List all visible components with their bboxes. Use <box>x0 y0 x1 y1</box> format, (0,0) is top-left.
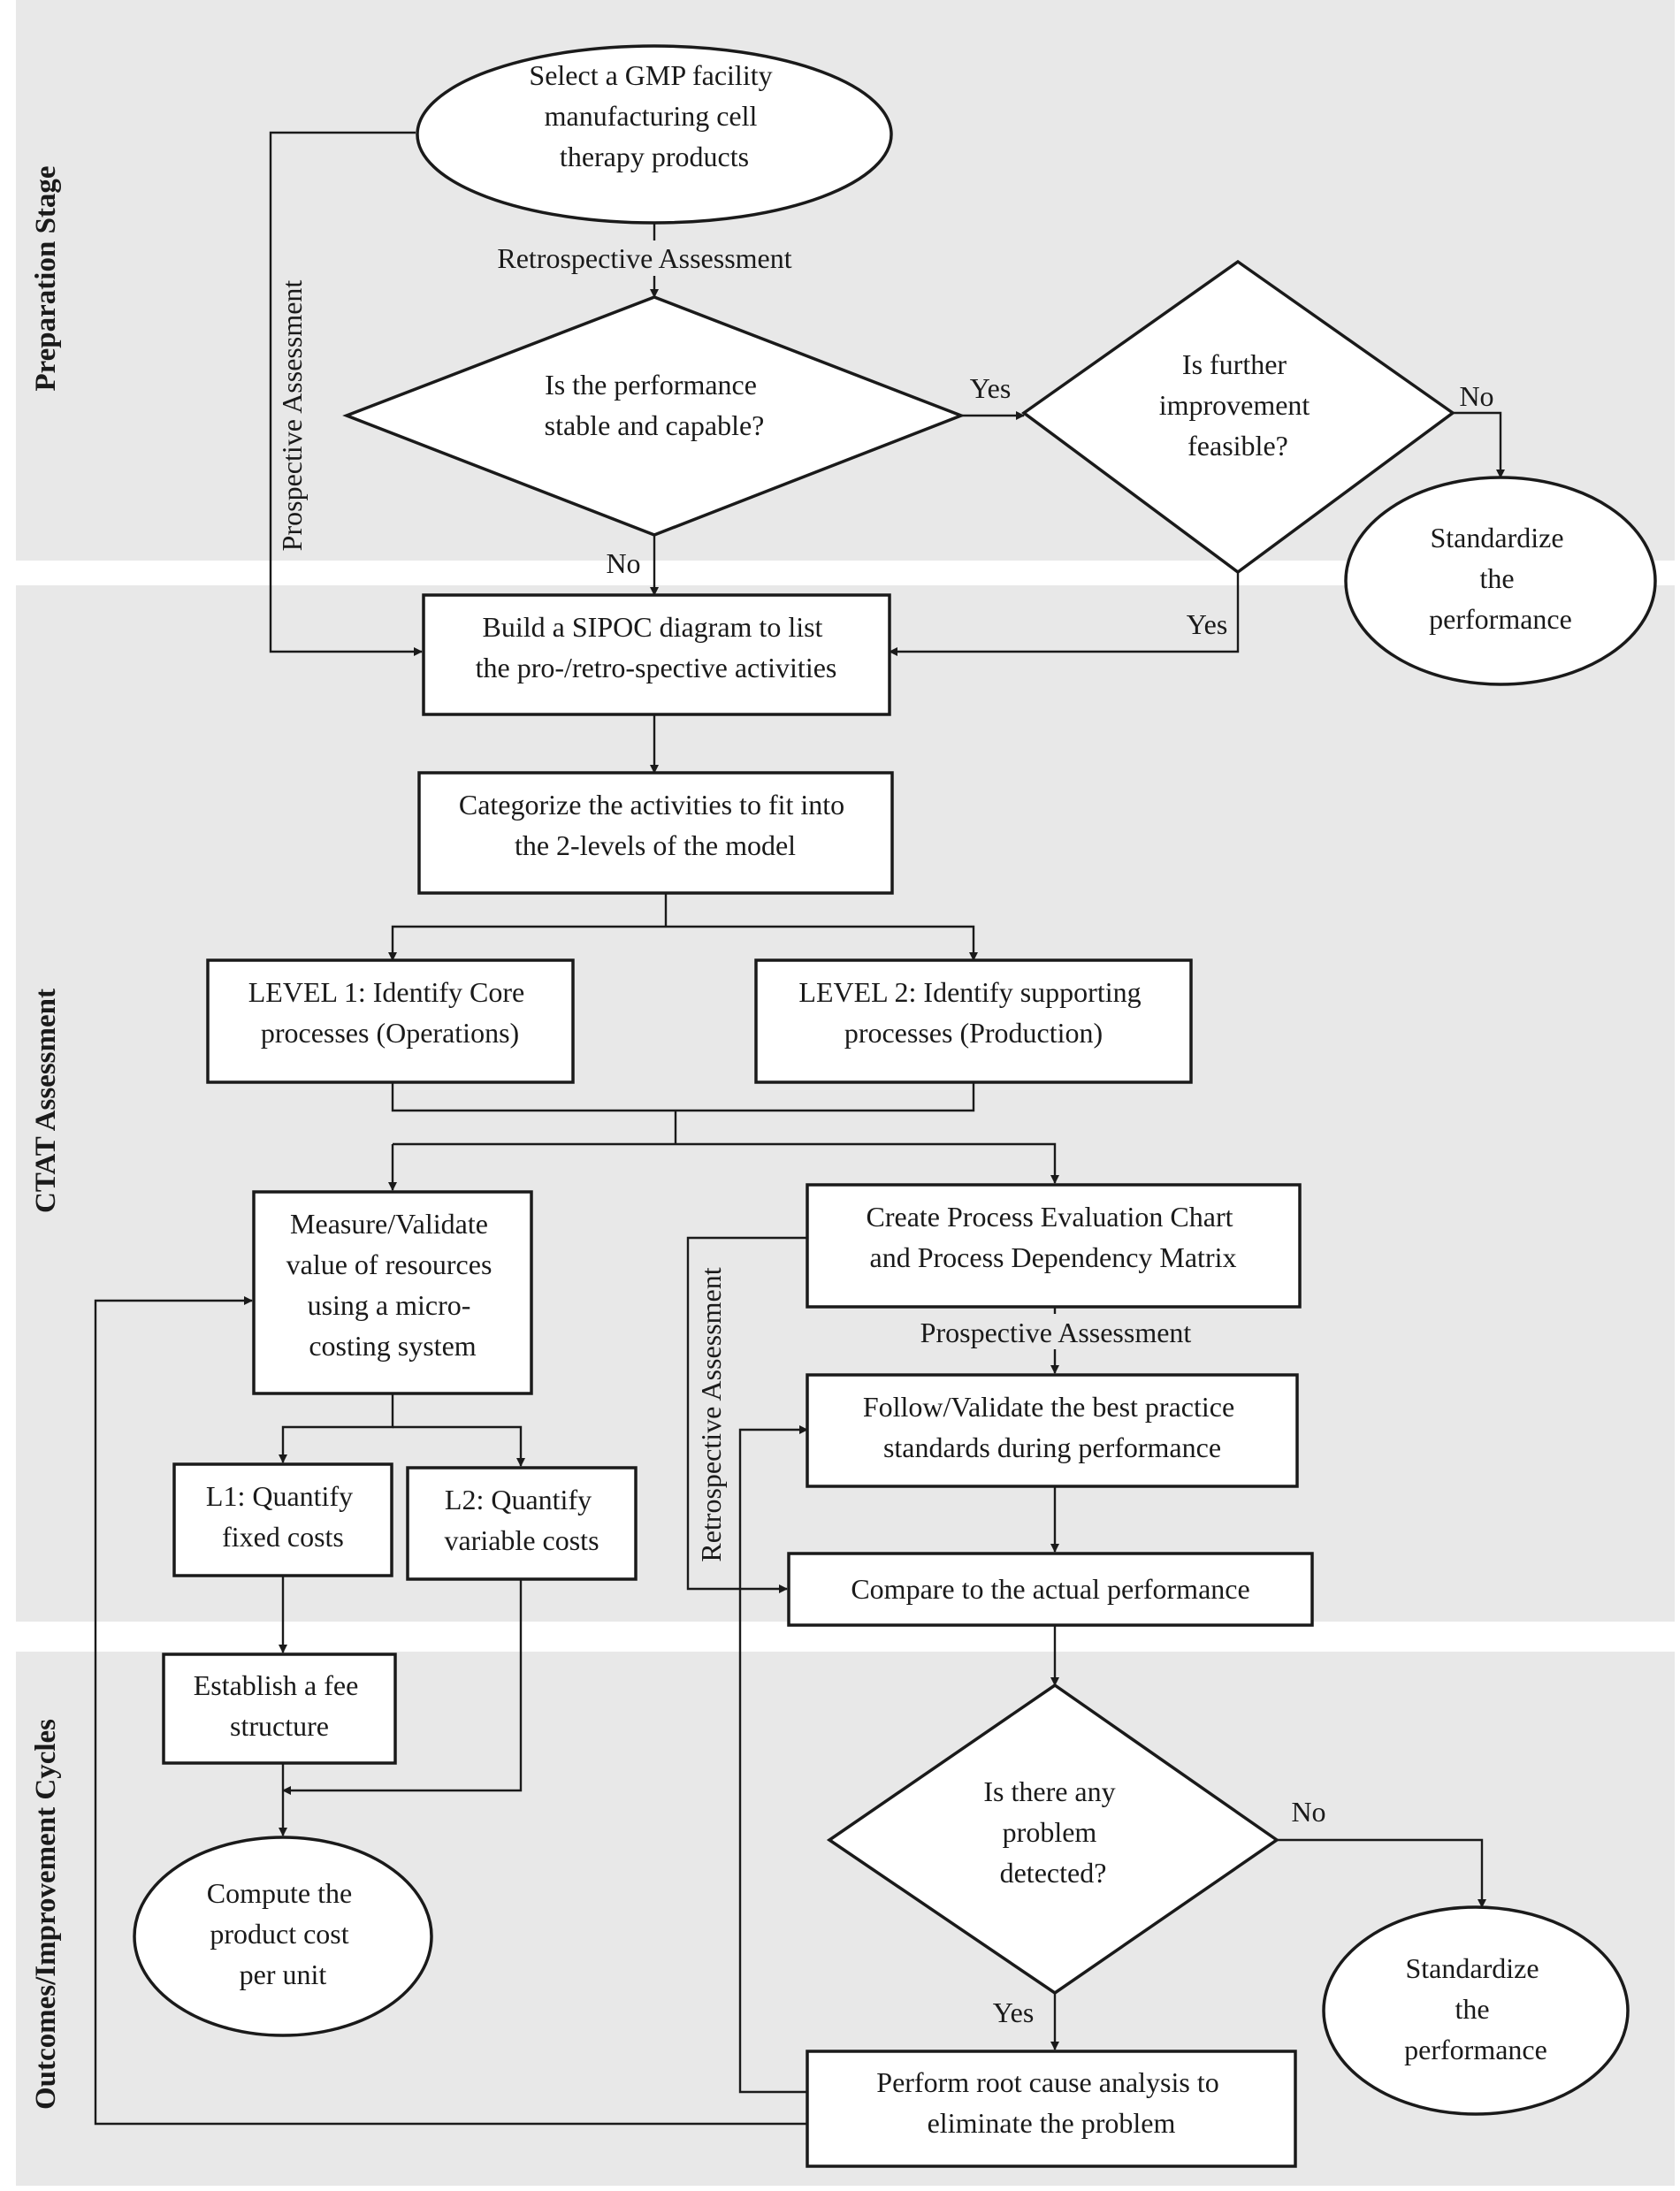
connectors <box>94 131 1505 2126</box>
edge-label-no-standardize: No <box>1459 380 1493 412</box>
node-performance-decision: Is the performance stable and capable? <box>342 295 966 537</box>
node-l2-variable: L2: Quantify variable costs <box>406 1466 638 1581</box>
stage-label-ctat: CTAT Assessment <box>30 989 62 1213</box>
node-compute-cost: Compute the product cost per unit <box>133 1836 433 2037</box>
stage-label-preparation: Preparation Stage <box>30 165 62 391</box>
edge-label-prospective-left: Prospective Assessment <box>276 280 308 552</box>
measure-validate-text: Measure/Validate value of resources usin… <box>286 1208 500 1362</box>
node-select-facility: Select a GMP facility manufacturing cell… <box>416 44 893 225</box>
edge-label-yes-sipoc: Yes <box>1187 608 1228 640</box>
problem-decision-text: Is there any problem detected? <box>983 1775 1122 1889</box>
edge-label-prospective-mid: Prospective Assessment <box>920 1317 1192 1348</box>
level2-text: LEVEL 2: Identify supporting processes (… <box>798 976 1148 1049</box>
edge-select-to-sipoc-prospective <box>269 131 423 656</box>
node-measure-validate: Measure/Validate value of resources usin… <box>252 1190 533 1395</box>
fee-structure-text: Establish a fee structure <box>194 1669 366 1742</box>
edge-measure-to-l2 <box>393 1425 525 1467</box>
l2-variable-text: L2: Quantify variable costs <box>444 1484 599 1556</box>
edge-label-retrospective-mid: Retrospective Assessment <box>695 1267 727 1561</box>
edge-label-retrospective-top: Retrospective Assessment <box>497 242 791 274</box>
edge-levels-merge <box>391 1082 975 1112</box>
standardize-bottom-text: Standardize the performance <box>1404 1952 1547 2065</box>
node-root-cause: Perform root cause analysis to eliminate… <box>806 2050 1297 2168</box>
compare-actual-text: Compare to the actual performance <box>851 1573 1249 1605</box>
edge-label-no-bottom: No <box>1291 1796 1325 1828</box>
edge-chart-to-compare <box>686 1236 807 1593</box>
node-standardize-top: Standardize the performance <box>1344 476 1657 686</box>
node-compare-actual: Compare to the actual performance <box>787 1552 1314 1627</box>
retrospective-mid-label-bg <box>693 1247 729 1583</box>
compute-cost-text: Compute the product cost per unit <box>207 1877 359 1990</box>
edge-improvement-no <box>1453 411 1505 478</box>
root-cause-text: Perform root cause analysis to eliminate… <box>876 2066 1226 2139</box>
edge-rootcause-to-measure <box>94 1296 807 2126</box>
edge-merge-to-chart <box>393 1142 1059 1184</box>
prospective-mid-label-bg <box>898 1314 1213 1349</box>
performance-decision-text: Is the performance stable and capable? <box>545 369 765 441</box>
edge-rootcause-to-follow <box>738 1425 808 2094</box>
node-fee-structure: Establish a fee structure <box>162 1653 397 1765</box>
node-l1-fixed: L1: Quantify fixed costs <box>172 1462 393 1577</box>
standardize-top-text: Standardize the performance <box>1429 522 1572 635</box>
categorize-text: Categorize the activities to fit into th… <box>459 789 851 861</box>
edge-l2-to-compute <box>282 1579 523 1795</box>
edge-improvement-yes <box>889 572 1240 656</box>
improvement-decision-text: Is further improvement feasible? <box>1159 348 1317 462</box>
edge-categorize-to-level2 <box>666 925 978 961</box>
follow-validate-text: Follow/Validate the best practice standa… <box>863 1391 1241 1463</box>
edge-categorize-to-level1 <box>388 925 666 961</box>
edge-label-yes-improvement: Yes <box>970 372 1012 404</box>
retrospective-top-label-bg <box>477 240 821 276</box>
edge-problem-no <box>1277 1838 1486 1908</box>
node-categorize: Categorize the activities to fit into th… <box>417 771 894 895</box>
stage-label-outcomes: Outcomes/Improvement Cycles <box>30 1719 62 2110</box>
build-sipoc-text: Build a SIPOC diagram to list the pro-/r… <box>476 611 837 683</box>
edge-label-yes-bottom: Yes <box>993 1996 1035 2028</box>
node-improvement-decision: Is further improvement feasible? <box>1021 259 1455 575</box>
select-facility-text: Select a GMP facility manufacturing cell… <box>529 59 779 172</box>
level1-text: LEVEL 1: Identify Core processes (Operat… <box>248 976 532 1049</box>
node-create-chart: Create Process Evaluation Chart and Proc… <box>806 1183 1302 1309</box>
node-problem-decision: Is there any problem detected? <box>826 1683 1280 1996</box>
node-build-sipoc: Build a SIPOC diagram to list the pro-/r… <box>422 593 891 716</box>
node-standardize-bottom: Standardize the performance <box>1322 1905 1630 2116</box>
l1-fixed-text: L1: Quantify fixed costs <box>206 1480 360 1553</box>
edge-label-no-sipoc: No <box>606 547 640 579</box>
node-level2: LEVEL 2: Identify supporting processes (… <box>754 958 1193 1084</box>
node-level1: LEVEL 1: Identify Core processes (Operat… <box>206 958 575 1084</box>
edge-measure-split <box>279 1393 394 1463</box>
node-follow-validate: Follow/Validate the best practice standa… <box>806 1373 1299 1488</box>
create-chart-text: Create Process Evaluation Chart and Proc… <box>867 1201 1241 1273</box>
